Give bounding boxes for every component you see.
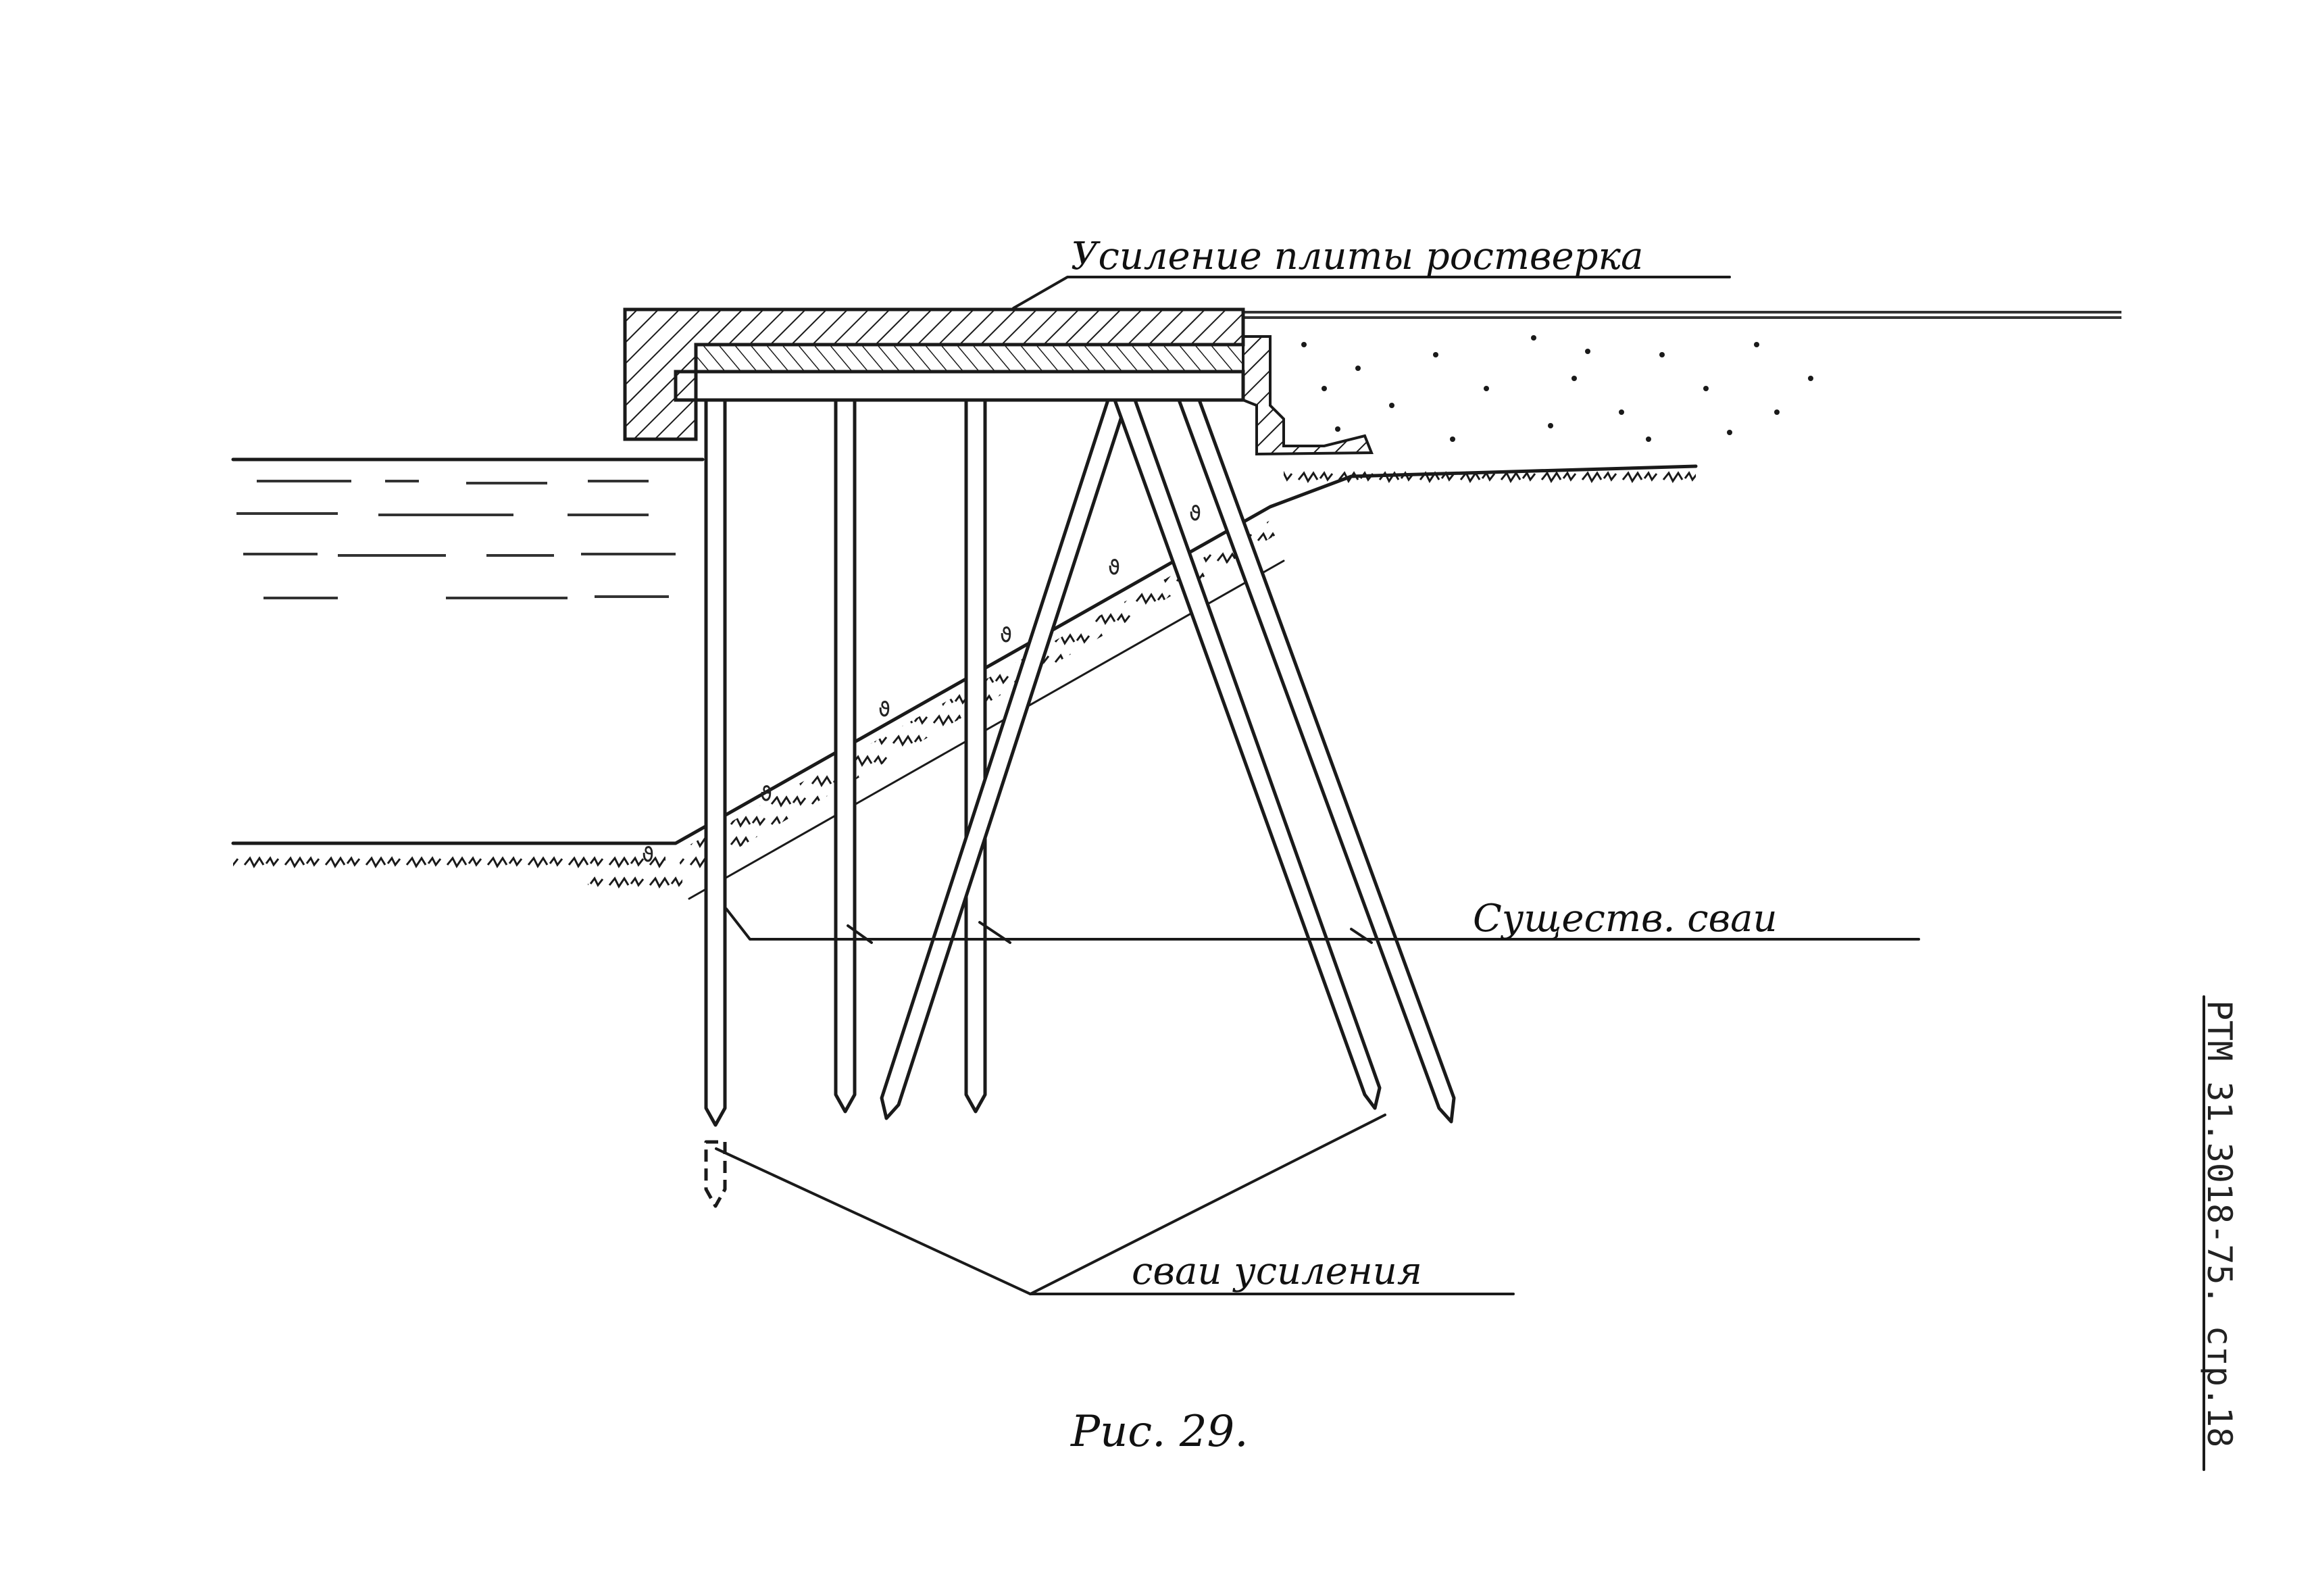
existing-piles-label: Существ. сваи	[1473, 897, 1778, 941]
slope-marks: ϑ ϑ ϑ ϑ ϑ ϑ	[642, 502, 1201, 867]
leader-lines	[715, 276, 1920, 1295]
backfill-dots	[1301, 335, 1813, 442]
svg-text:ϑ: ϑ	[760, 782, 772, 806]
raked-pile-left	[880, 398, 1129, 1120]
pile-cap-slab	[623, 307, 1374, 456]
figure-caption: Рис. 29.	[1070, 1407, 1249, 1457]
reinforcement-piles-label: сваи усиления	[1132, 1249, 1422, 1293]
raked-pile-right-2	[1177, 398, 1456, 1124]
pile-3	[964, 398, 987, 1114]
svg-text:ϑ: ϑ	[1108, 556, 1120, 580]
backfill	[1243, 311, 2121, 442]
svg-text:ϑ: ϑ	[1189, 502, 1201, 526]
leader-existing-4	[1350, 928, 1373, 944]
leader-slab	[1012, 276, 1731, 309]
water-lines	[236, 480, 676, 599]
bottom-soil-left	[233, 848, 665, 875]
leader-existing-2	[847, 924, 873, 944]
document-side-stamp: РТМ 31.3018-75. стр.18	[2200, 1000, 2239, 1447]
svg-text:ϑ: ϑ	[1000, 624, 1012, 647]
water	[231, 457, 705, 599]
leader-existing-piles	[725, 907, 1920, 941]
top-soil	[1284, 466, 1696, 488]
slab-body	[674, 370, 1245, 402]
svg-text:ϑ: ϑ	[878, 698, 890, 722]
pile-2	[834, 398, 857, 1114]
pile-1	[704, 398, 727, 1127]
bottom-soil-under	[588, 872, 682, 892]
raked-pile-right-1	[1113, 398, 1382, 1110]
leader-reinforcement-2	[1029, 1114, 1386, 1295]
slab-reinforcement-label: Усиление плиты ростверка	[1071, 234, 1643, 278]
piles	[704, 398, 1456, 1208]
leader-existing-3	[978, 921, 1011, 944]
svg-text:ϑ: ϑ	[642, 843, 654, 867]
reinforcement-pile	[704, 1140, 727, 1208]
wall-cap-edge	[1242, 335, 1374, 456]
reinforcement-pile-bottom	[704, 1140, 727, 1208]
slab-reinforcement-layer	[695, 343, 1244, 373]
